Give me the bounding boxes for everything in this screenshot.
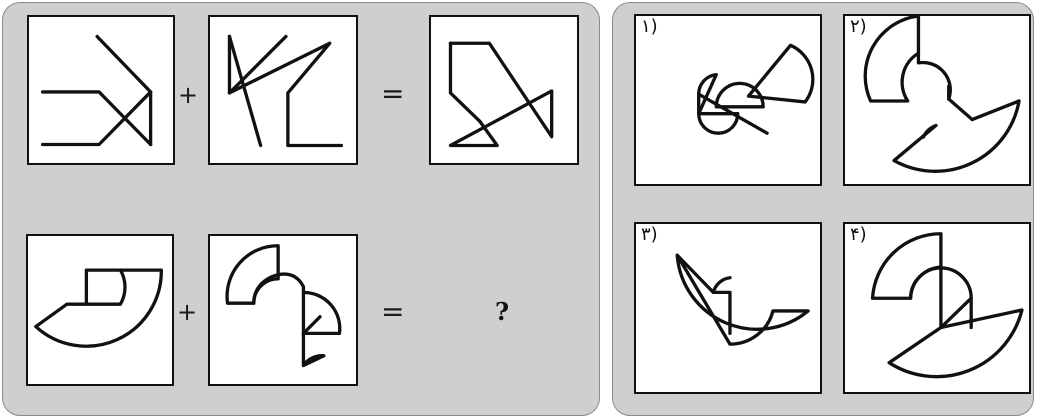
row1-equals-sign: = bbox=[381, 80, 404, 108]
row1-figure-b-drawing bbox=[210, 17, 356, 163]
row1-plus-sign: + bbox=[178, 83, 198, 107]
option-3[interactable]: ۳) bbox=[634, 222, 822, 394]
row2-figure-b-drawing bbox=[210, 236, 356, 384]
option-1[interactable]: ۱) bbox=[634, 14, 822, 186]
option-2[interactable]: ۲) bbox=[843, 14, 1031, 186]
option-4-drawing bbox=[845, 224, 1029, 392]
row2-plus-sign: + bbox=[177, 300, 197, 324]
option-1-drawing bbox=[636, 16, 820, 184]
option-4[interactable]: ۴) bbox=[843, 222, 1031, 394]
row2-equals-sign: = bbox=[381, 298, 404, 326]
row2-figure-a-drawing bbox=[28, 236, 172, 384]
row1-result-drawing bbox=[431, 17, 577, 163]
row1-figure-b bbox=[208, 15, 358, 165]
option-3-drawing bbox=[636, 224, 820, 392]
row1-result bbox=[429, 15, 579, 165]
row2-figure-a bbox=[26, 234, 174, 386]
unknown-result-question-mark: ? bbox=[495, 300, 509, 324]
row2-figure-b bbox=[208, 234, 358, 386]
row1-figure-a-drawing bbox=[29, 17, 173, 163]
row1-figure-a bbox=[27, 15, 175, 165]
option-2-drawing bbox=[845, 16, 1029, 184]
